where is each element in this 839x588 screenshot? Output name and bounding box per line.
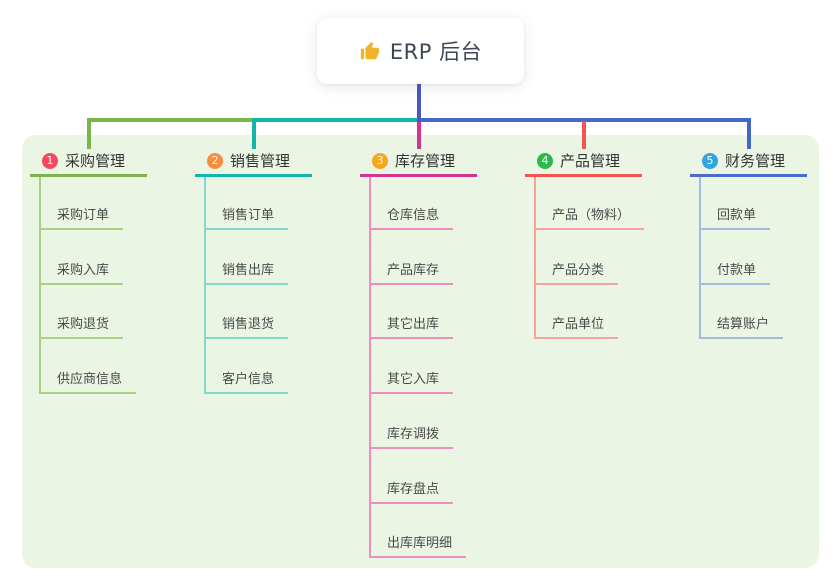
child-node[interactable]: 付款单: [699, 259, 771, 285]
child-trunk-line: [39, 177, 41, 395]
child-node[interactable]: 供应商信息: [39, 368, 137, 395]
branch-drop-line: [251, 118, 256, 149]
branch-header-库存管理[interactable]: 3 库存管理: [360, 147, 477, 177]
branches-panel: [22, 135, 819, 568]
branch-title: 采购管理: [65, 152, 126, 170]
child-node[interactable]: 出库库明细: [369, 532, 467, 559]
branch-drop-line: [416, 121, 421, 149]
branch-title: 财务管理: [725, 152, 786, 170]
bus-segment: [86, 118, 252, 122]
branch-drop-line: [86, 118, 91, 149]
child-node[interactable]: 采购订单: [39, 204, 124, 230]
child-trunk-line: [369, 177, 371, 559]
branch-number-badge: 4: [537, 152, 553, 169]
bus-segment: [416, 118, 751, 122]
child-node[interactable]: 仓库信息: [369, 204, 454, 230]
branch-header-产品管理[interactable]: 4 产品管理: [525, 147, 642, 177]
child-trunk-line: [204, 177, 206, 395]
child-node[interactable]: 销售出库: [204, 259, 289, 285]
bus-segment: [251, 118, 417, 122]
child-node[interactable]: 销售退货: [204, 313, 289, 340]
child-node[interactable]: 采购退货: [39, 313, 124, 340]
child-node[interactable]: 库存盘点: [369, 478, 454, 504]
child-node[interactable]: 其它出库: [369, 313, 454, 340]
root-title: ERP 后台: [389, 40, 483, 64]
child-node[interactable]: 产品（物料）: [534, 204, 645, 230]
branch-header-采购管理[interactable]: 1 采购管理: [30, 147, 147, 177]
branch-number-badge: 1: [42, 152, 58, 169]
child-node[interactable]: 结算账户: [699, 313, 784, 340]
child-node[interactable]: 产品单位: [534, 313, 619, 340]
branch-number-badge: 5: [702, 152, 718, 169]
child-node[interactable]: 产品库存: [369, 259, 454, 285]
root-trunk-line: [416, 84, 421, 122]
child-trunk-line: [699, 177, 701, 340]
branch-title: 库存管理: [395, 152, 456, 170]
branch-number-badge: 2: [207, 152, 223, 169]
branch-title: 销售管理: [230, 152, 291, 170]
root-node[interactable]: ERP 后台: [317, 18, 524, 84]
branch-drop-line: [746, 118, 751, 149]
child-node[interactable]: 采购入库: [39, 259, 124, 285]
child-trunk-line: [534, 177, 536, 340]
branch-header-财务管理[interactable]: 5 财务管理: [690, 147, 807, 177]
branch-header-销售管理[interactable]: 2 销售管理: [195, 147, 312, 177]
child-node[interactable]: 回款单: [699, 204, 771, 230]
child-node[interactable]: 客户信息: [204, 368, 289, 395]
child-node[interactable]: 库存调拨: [369, 423, 454, 449]
branch-title: 产品管理: [560, 152, 621, 170]
child-node[interactable]: 产品分类: [534, 259, 619, 285]
child-node[interactable]: 销售订单: [204, 204, 289, 230]
child-node[interactable]: 其它入库: [369, 368, 454, 395]
branch-drop-line: [581, 121, 586, 149]
branch-number-badge: 3: [372, 152, 388, 169]
thumbs-up-icon: [359, 40, 381, 62]
